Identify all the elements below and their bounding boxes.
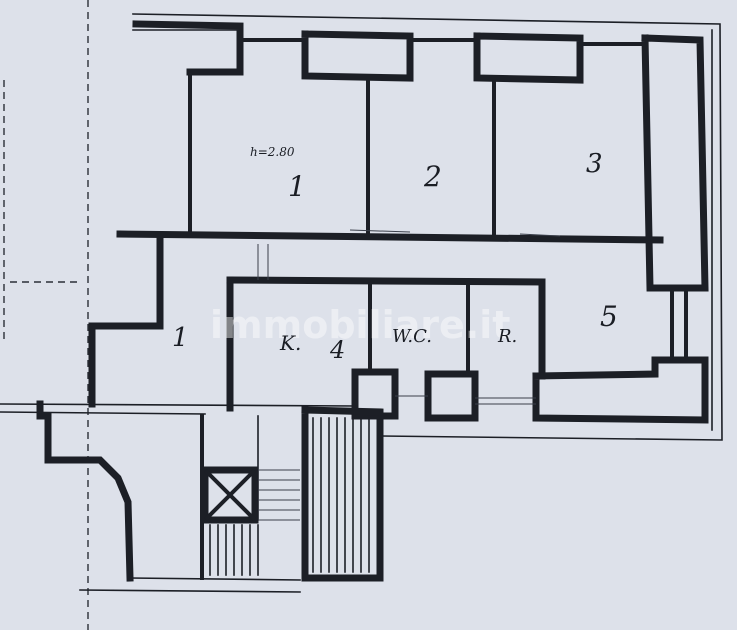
kitchen-number-label: 4 (329, 336, 345, 364)
room-label-5: 5 (600, 300, 618, 333)
hall-label: 1 (172, 323, 189, 353)
wc-label: W.C. (392, 326, 432, 347)
upper-rooms-walls (116, 70, 664, 244)
kitchen-label: K. (279, 331, 301, 355)
height-note: h=2.80 (250, 145, 295, 159)
stairwell (36, 400, 384, 593)
hall-walls (0, 236, 356, 415)
room-label-2: 2 (423, 160, 442, 193)
r-label: R. (497, 326, 517, 347)
room-label-3: 3 (586, 149, 603, 179)
outer-walls (132, 13, 723, 441)
watermark: immobiliare.it (210, 303, 510, 347)
room-label-1: 1 (288, 170, 306, 203)
service-rooms-walls (226, 276, 709, 424)
